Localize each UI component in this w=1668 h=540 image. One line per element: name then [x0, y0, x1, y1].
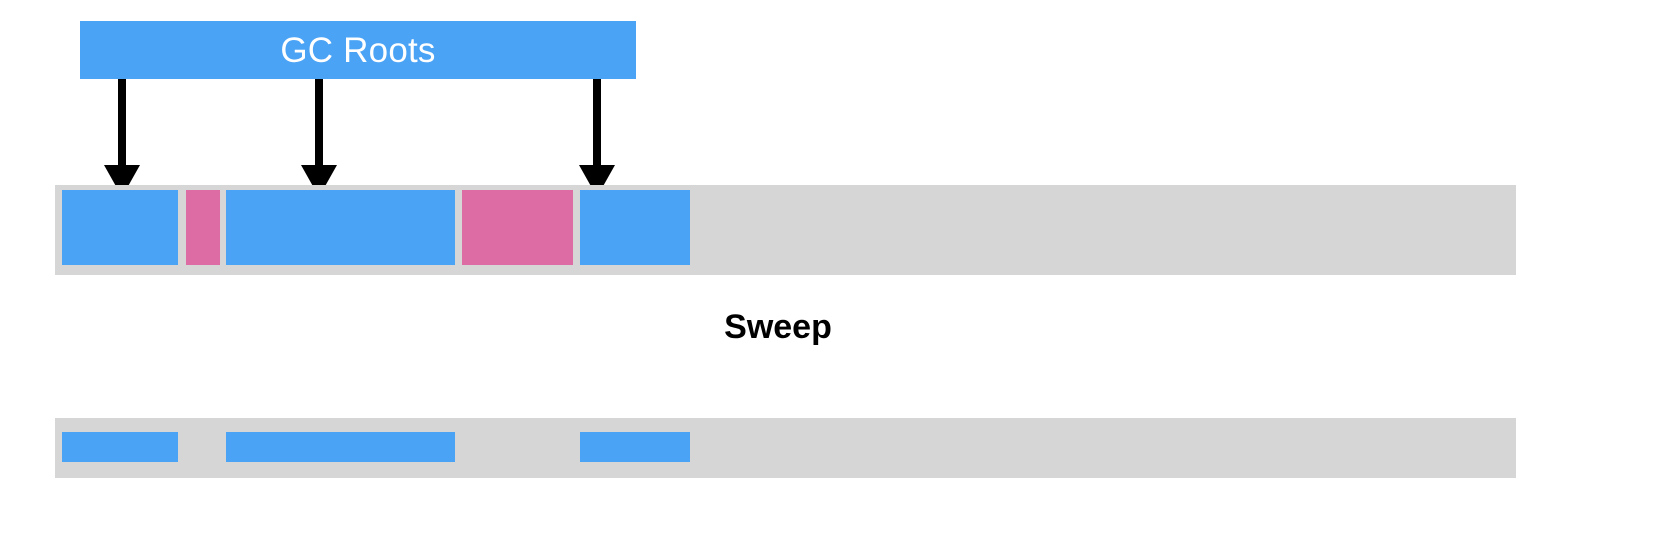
sweep-stage-label: Sweep — [724, 308, 832, 346]
heap-block-4-garbage — [462, 190, 573, 265]
root-reference-arrow-2 — [297, 79, 341, 197]
gc-roots-label: GC Roots — [280, 30, 436, 70]
heap-block-3-reachable — [226, 432, 455, 462]
heap-block-1-reachable — [62, 190, 178, 265]
heap-block-1-reachable — [62, 432, 178, 462]
heap-block-5-reachable — [580, 190, 690, 265]
root-reference-arrow-1 — [100, 79, 144, 197]
root-reference-arrow-3 — [575, 79, 619, 197]
heap-block-5-reachable — [580, 432, 690, 462]
gc-roots-box: GC Roots — [80, 21, 636, 79]
heap-block-3-reachable — [226, 190, 455, 265]
heap-block-2-garbage — [186, 190, 220, 265]
